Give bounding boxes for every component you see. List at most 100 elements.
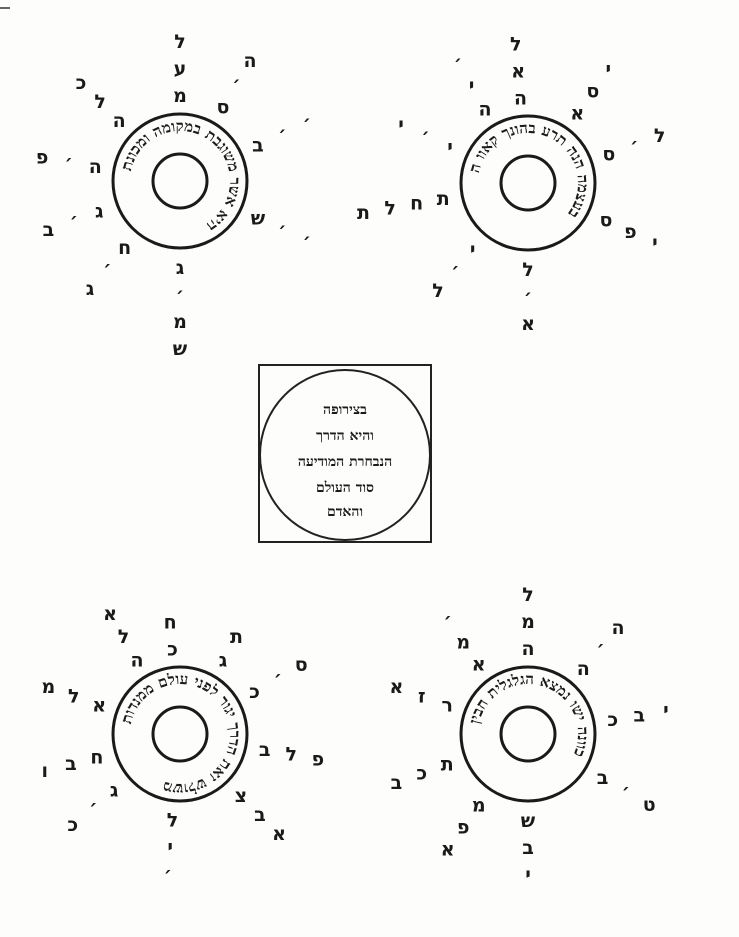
ray-letter: י — [605, 58, 611, 80]
ray-letter: ע — [174, 58, 187, 80]
ray-letter: ת — [437, 188, 450, 210]
ray-letter: ׳ — [596, 637, 604, 659]
ray-letter: ה — [89, 156, 102, 178]
ray-letter: א — [389, 676, 403, 698]
ray-letter: מ — [472, 794, 486, 816]
wheel-outer-ring — [111, 665, 249, 803]
ray-letter: ש — [521, 810, 536, 832]
center-circle — [259, 369, 431, 541]
ray-letter: ל — [118, 626, 130, 648]
ray-letter: ׳ — [421, 125, 429, 147]
ray-letter: ב — [254, 804, 266, 826]
center-line-1: בצירופה — [323, 402, 367, 418]
ray-letter: ׳ — [451, 260, 459, 282]
ray-letter: ר — [441, 695, 452, 717]
ray-letter: א — [570, 103, 584, 125]
ray-letter: א — [272, 823, 286, 845]
ray-letter: ה — [478, 99, 491, 121]
ray-letter: פ — [457, 817, 470, 839]
ray-letter: ל — [94, 91, 106, 113]
ray-letter: י — [447, 137, 453, 159]
wheel-ring-text: משולש זאת הדרך יגור לפני עולם ממנדות — [117, 670, 244, 798]
ray-letter: מ — [521, 611, 535, 633]
ray-letter: צ — [235, 785, 247, 807]
ray-letter: ׳ — [164, 864, 172, 886]
ray-letter: ׳ — [70, 210, 78, 232]
ray-letter: ׳ — [103, 258, 111, 280]
ray-letter: ל — [654, 125, 666, 147]
ray-letter: י — [525, 864, 531, 886]
ray-letter: ה — [577, 658, 590, 680]
ray-letter: מ — [456, 631, 470, 653]
ray-letter: ל — [167, 810, 179, 832]
ray-letter: ׳ — [303, 112, 311, 134]
ray-letter: א — [103, 603, 117, 625]
ray-letter: ל — [68, 685, 80, 707]
ray-letter: פ — [312, 748, 325, 770]
ray-letter: ׳ — [64, 151, 72, 173]
center-panel: בצירופה והיא הדרך הנבחרת המודיעה סוד העו… — [258, 364, 432, 543]
wheel-top-left: היא אשר משוגבת במקומה ומכונתמעלס׳הב׳׳ש׳׳… — [36, 31, 311, 360]
ray-letter: י — [470, 239, 476, 261]
ray-letter: א — [472, 654, 486, 676]
ray-letter: ב — [391, 772, 403, 794]
center-line-2: והיא הדרך — [316, 428, 374, 444]
ray-letter: ה — [113, 110, 126, 132]
ray-letter: י — [398, 114, 404, 136]
wheel-outer-ring — [459, 114, 597, 252]
ray-letter: ג — [110, 779, 119, 801]
ray-letter: ה — [130, 650, 143, 672]
wheel-bottom-left: משולש זאת הדרך יגור לפני עולם ממנדותכחגת… — [42, 603, 325, 886]
ray-letter: ל — [384, 197, 396, 219]
center-line-5: והאדם — [327, 504, 363, 520]
ray-letter: ה — [611, 617, 624, 639]
ray-letter: ב — [597, 767, 609, 789]
ray-letter: ש — [251, 207, 266, 229]
ray-letter: א — [511, 60, 525, 82]
ray-letter: ׳ — [278, 219, 286, 241]
ray-letter: ב — [65, 753, 77, 775]
ray-letter: ב — [259, 739, 271, 761]
ray-letter: ל — [522, 584, 534, 606]
ray-letter: ו — [42, 760, 49, 782]
wheel-outer-ring — [111, 112, 249, 250]
ray-letter: כ — [76, 72, 87, 94]
ray-letter: ׳ — [176, 284, 184, 306]
ray-letter: י — [167, 837, 173, 859]
ray-letter: ת — [357, 202, 370, 224]
ray-letter: י — [652, 232, 658, 254]
ray-letter: ב — [522, 837, 534, 859]
wheel-top-right: בעצמה הנה תרע בהונך קאוו ההאלאסיס׳לספיל׳… — [357, 34, 665, 336]
ray-letter: מ — [42, 676, 56, 698]
ray-letter: כ — [607, 709, 618, 731]
wheel-outer-ring — [459, 665, 597, 803]
ray-letter: ׳ — [630, 134, 638, 156]
ray-letter: כ — [416, 763, 427, 785]
ray-letter: א — [441, 839, 455, 861]
ray-letter: ׳ — [622, 781, 630, 803]
ray-letter: ׳ — [524, 286, 532, 308]
ray-letter: ח — [410, 193, 423, 215]
ray-letter: ט — [643, 794, 656, 816]
ray-letter: ס — [602, 144, 615, 166]
ray-letter: א — [521, 313, 535, 335]
ray-letter: ה — [521, 638, 534, 660]
ray-letter: י — [663, 700, 669, 722]
wheel-inner-ring — [151, 152, 209, 210]
ray-letter: כ — [249, 681, 260, 703]
ray-letter: ׳ — [232, 73, 240, 95]
ray-letter: א — [92, 695, 106, 717]
ray-letter: ל — [174, 31, 186, 53]
ray-letter: ס — [295, 654, 308, 676]
wheel-inner-ring — [499, 154, 557, 212]
ray-letter: ג — [86, 278, 95, 300]
ray-letter: ז — [418, 685, 426, 707]
ray-letter: פ — [36, 147, 49, 169]
ray-letter: ב — [634, 704, 646, 726]
center-line-4: סוד העולם — [316, 480, 374, 496]
ray-letter: ב — [252, 135, 264, 157]
ray-letter: כ — [167, 638, 178, 660]
ray-letter: מ — [173, 85, 187, 107]
